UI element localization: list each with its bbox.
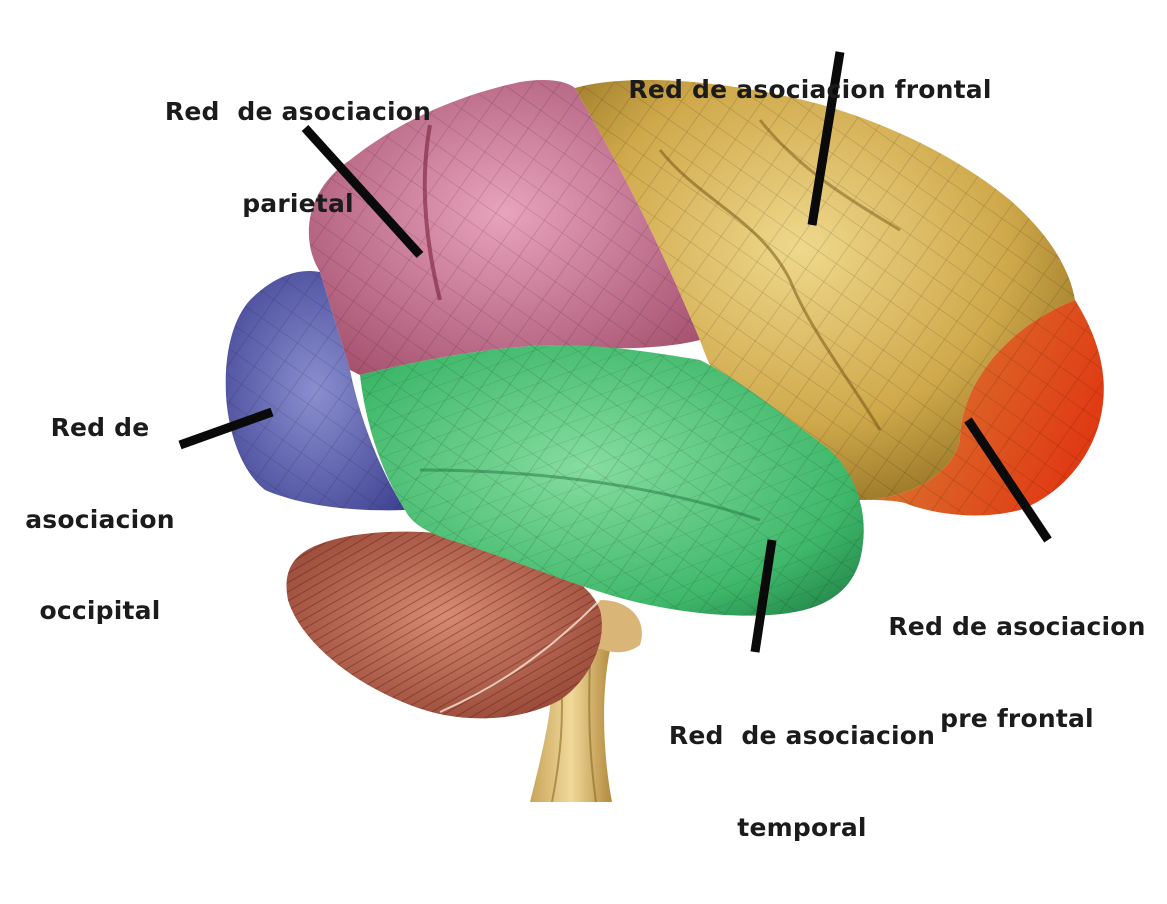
temporal-label-line-2: temporal	[652, 813, 952, 844]
parietal-label: Red de asociacion parietal	[148, 36, 448, 280]
occipital-label: Red de asociacion occipital	[20, 352, 180, 688]
brain-diagram: Red de asociacion parietal Red de asocia…	[0, 0, 1167, 802]
parietal-label-line-1: Red de asociacion	[148, 97, 448, 128]
prefrontal-label-line-1: Red de asociacion	[872, 612, 1162, 643]
occipital-label-line-2: asociacion	[20, 505, 180, 536]
parietal-label-line-2: parietal	[148, 189, 448, 220]
frontal-label: Red de asociacion frontal	[605, 14, 1015, 167]
occipital-label-line-3: occipital	[20, 596, 180, 627]
frontal-label-line-1: Red de asociacion frontal	[605, 75, 1015, 106]
occipital-label-line-1: Red de	[20, 413, 180, 444]
temporal-label: Red de asociacion temporal	[652, 660, 952, 904]
temporal-label-line-1: Red de asociacion	[652, 721, 952, 752]
